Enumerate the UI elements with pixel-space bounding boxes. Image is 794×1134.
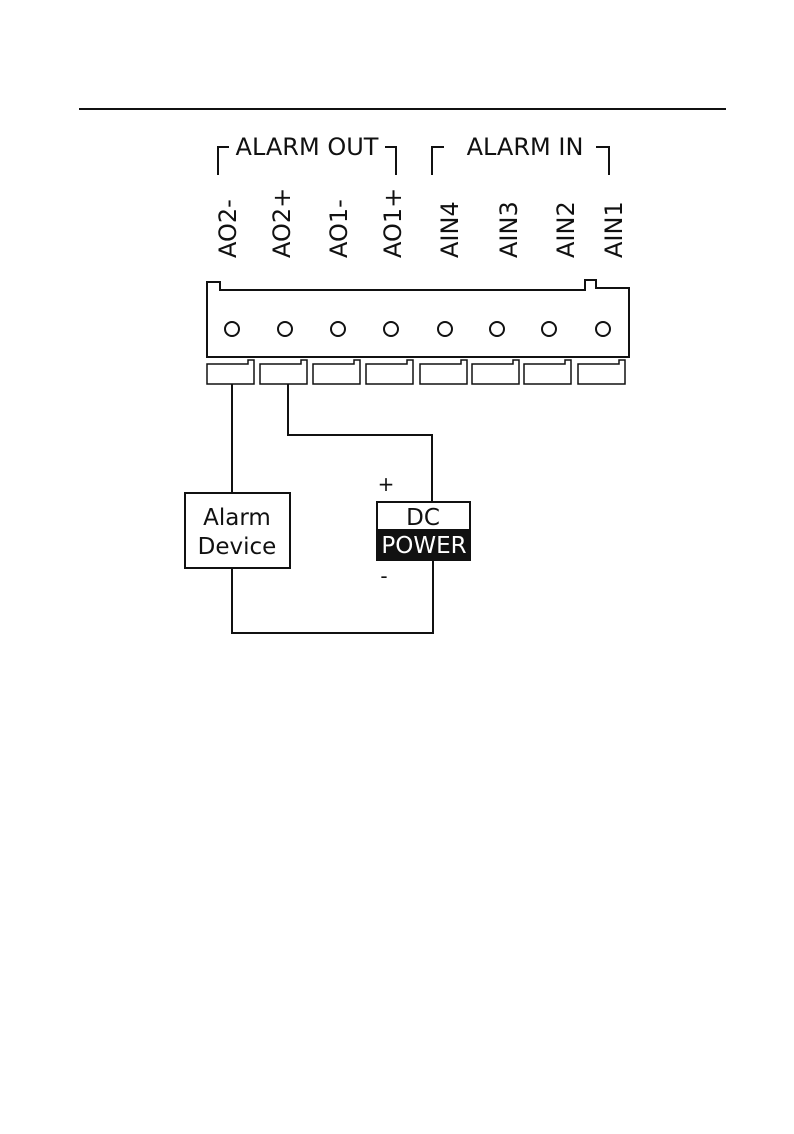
terminal-foot-ao1-plus	[366, 360, 413, 384]
terminal-label-ain1: AIN1	[600, 201, 628, 258]
terminal-feet	[207, 360, 625, 384]
alarm-in-label: ALARM IN	[467, 133, 584, 161]
dc-label: DC	[406, 505, 440, 531]
terminal-holes	[225, 322, 610, 336]
alarm-device-line2: Device	[198, 534, 277, 560]
terminal-hole-ain4	[438, 322, 452, 336]
alarm-in-bracket-right	[596, 147, 609, 175]
alarm-out-bracket-right	[385, 147, 396, 175]
terminal-hole-ain2	[542, 322, 556, 336]
alarm-device-line1: Alarm	[203, 505, 271, 531]
terminal-foot-ain4	[420, 360, 467, 384]
terminal-label-ao2-plus: AO2+	[268, 188, 296, 258]
terminal-hole-ao1-plus	[384, 322, 398, 336]
wire-return-loop	[232, 560, 433, 633]
terminal-foot-ao1-minus	[313, 360, 360, 384]
terminal-foot-ain1	[578, 360, 625, 384]
terminal-label-ao1-plus: AO1+	[379, 188, 407, 258]
terminal-hole-ain1	[596, 322, 610, 336]
terminal-label-ao1-minus: AO1-	[325, 199, 353, 258]
terminal-hole-ao2-plus	[278, 322, 292, 336]
terminal-labels: AO2- AO2+ AO1- AO1+ AIN4 AIN3 AIN2 AIN1	[214, 188, 628, 258]
terminal-foot-ao2-minus	[207, 360, 254, 384]
terminal-foot-ain2	[524, 360, 571, 384]
dc-minus-sign: -	[380, 564, 387, 588]
dc-plus-sign: +	[378, 472, 395, 496]
alarm-out-label: ALARM OUT	[236, 133, 379, 161]
wire-ao2-plus-to-dc-plus	[288, 384, 432, 502]
terminal-hole-ain3	[490, 322, 504, 336]
terminal-label-ao2-minus: AO2-	[214, 199, 242, 258]
terminal-foot-ao2-plus	[260, 360, 307, 384]
terminal-hole-ao1-minus	[331, 322, 345, 336]
alarm-in-bracket-left	[432, 147, 444, 175]
terminal-label-ain4: AIN4	[436, 201, 464, 258]
terminal-label-ain2: AIN2	[552, 201, 580, 258]
terminal-label-ain3: AIN3	[495, 201, 523, 258]
terminal-hole-ao2-minus	[225, 322, 239, 336]
terminal-block-body	[207, 280, 629, 357]
power-label: POWER	[381, 533, 466, 559]
alarm-out-bracket-left	[218, 147, 229, 175]
terminal-foot-ain3	[472, 360, 519, 384]
